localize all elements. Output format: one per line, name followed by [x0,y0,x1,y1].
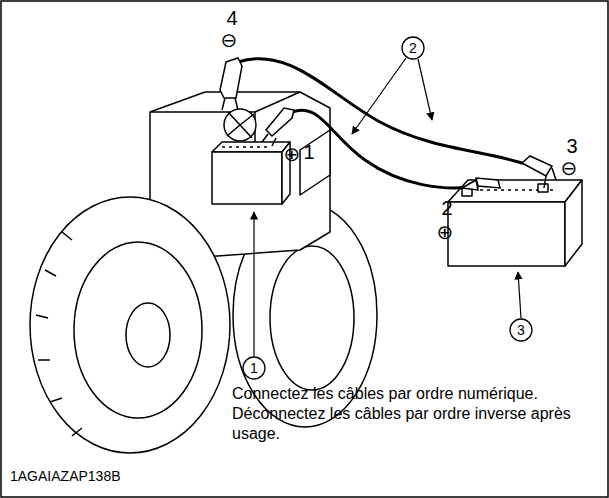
callout-number: 2 [409,41,417,55]
terminal-number: 1 [303,142,314,162]
terminal-number: 2 [441,198,452,218]
negative-sign: ⊖ [221,30,238,50]
figure-code: 1AGAIAZAP138B [10,468,121,484]
callout-number: 1 [250,361,258,375]
terminal-number: 3 [566,136,577,156]
negative-sign: ⊖ [561,158,578,178]
instruction-caption: Connectez les câbles par ordre numérique… [232,384,597,444]
terminal-number: 4 [226,8,237,28]
positive-sign: ⊕ [284,144,301,164]
positive-sign: ⊕ [437,222,454,242]
callout-number: 3 [517,323,525,337]
